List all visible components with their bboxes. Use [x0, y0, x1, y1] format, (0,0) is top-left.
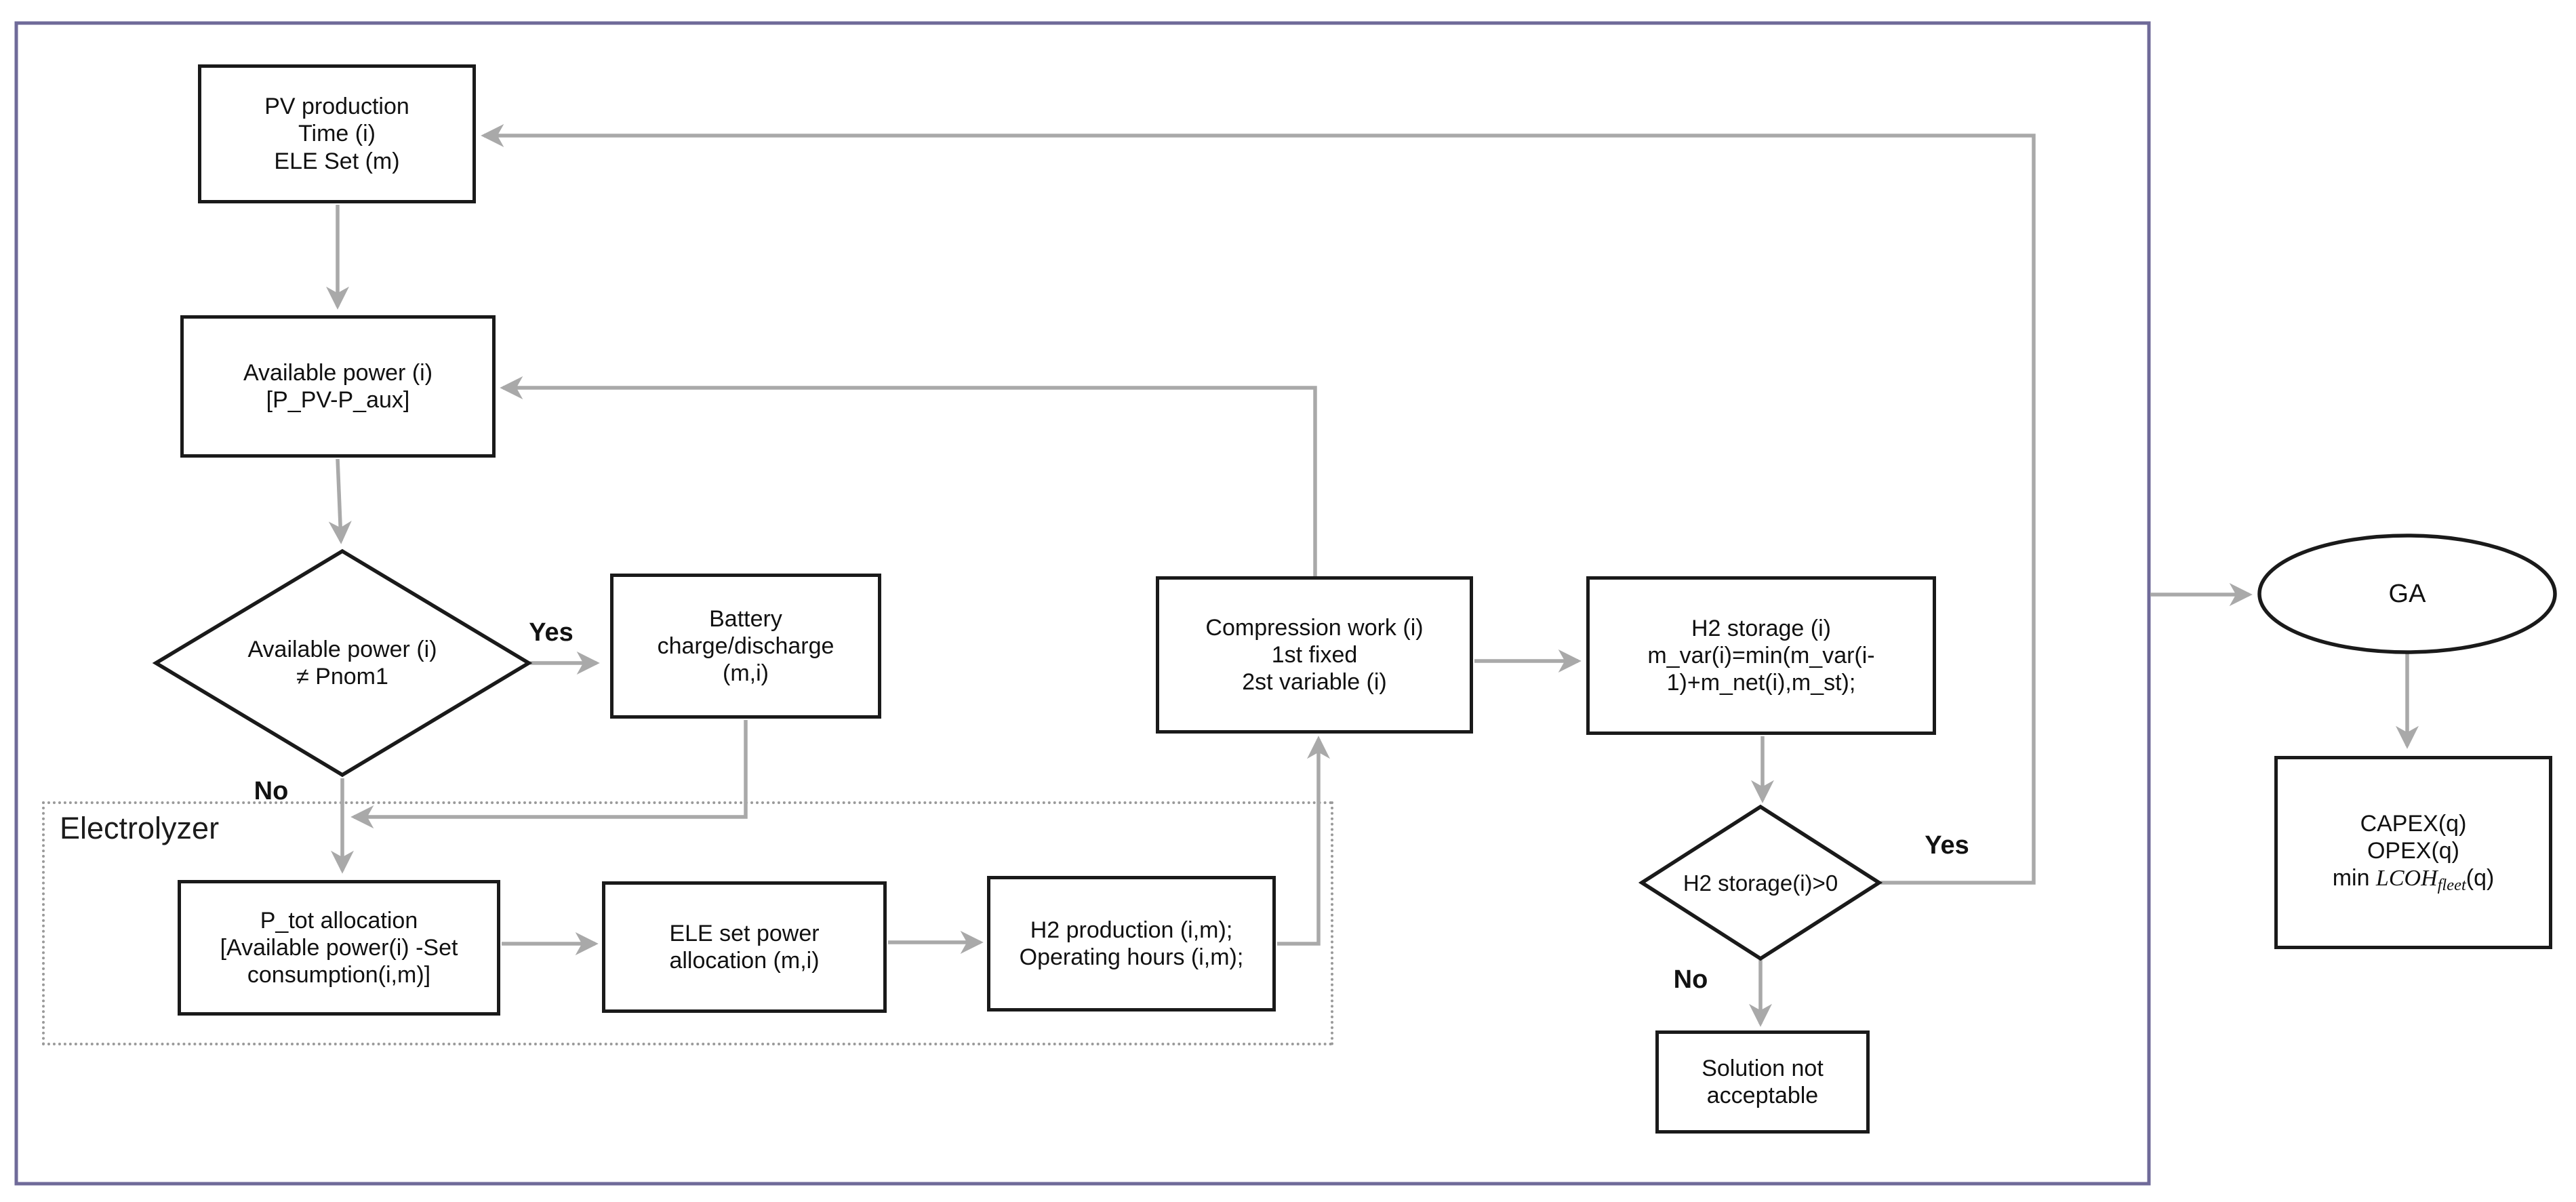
objective-lcoh-var: LCOH	[2375, 865, 2438, 891]
available-power-decision-line-1: Available power (i)	[247, 636, 437, 662]
h2-storage-decision-lines: H2 storage(i)>0	[1683, 870, 1838, 897]
objective-lcoh-sub: fleet	[2437, 875, 2466, 894]
h2-production-box: H2 production (i,m); Operating hours (i,…	[987, 876, 1276, 1011]
available-power-line-2: [P_PV-P_aux]	[266, 387, 410, 413]
pv-production-line-1: PV production	[264, 94, 409, 120]
battery-text: Battery charge/discharge (m,i)	[658, 605, 834, 687]
available-power-decision-line-2: ≠ Pnom1	[296, 664, 388, 689]
yes-label-h2-storage: Yes	[1925, 831, 1969, 860]
ga-text: GA	[2388, 579, 2426, 608]
battery-line-3: (m,i)	[723, 660, 769, 687]
no-label-available-power: No	[254, 777, 289, 805]
p-tot-allocation-box: P_tot allocation [Available power(i) -Se…	[178, 880, 500, 1016]
solution-not-acceptable-text: Solution not acceptable	[1702, 1055, 1824, 1109]
objective-min: min	[2332, 864, 2376, 891]
compression-work-line-2: 1st fixed	[1271, 641, 1358, 668]
electrolyzer-group: Electrolyzer	[42, 801, 1333, 1045]
h2-production-line-2: Operating hours (i,m);	[1019, 944, 1244, 970]
ga-ellipse	[2257, 534, 2557, 654]
available-power-decision-lines: Available power (i) ≠ Pnom1	[247, 636, 437, 690]
pv-production-box: PV production Time (i) ELE Set (m)	[198, 64, 476, 203]
no-label-h2-storage: No	[1673, 965, 1708, 994]
ele-set-power-allocation-text: ELE set power allocation (m,i)	[669, 920, 819, 974]
compression-work-box: Compression work (i) 1st fixed 2st varia…	[1156, 576, 1473, 734]
available-power-box: Available power (i) [P_PV-P_aux]	[180, 315, 496, 458]
battery-line-1: Battery	[709, 605, 782, 632]
available-power-text: Available power (i) [P_PV-P_aux]	[243, 359, 432, 414]
edge-compression-feedback-to-available-power	[500, 376, 1317, 576]
ele-set-power-line-2: allocation (m,i)	[669, 948, 820, 974]
h2-storage-box: H2 storage (i) m_var(i)=min(m_var(i- 1)+…	[1586, 576, 1936, 735]
edge-check-yes-feedback-to-pv	[481, 123, 2036, 885]
solution-line-1: Solution not	[1702, 1055, 1824, 1081]
objective-text: CAPEX(q) OPEX(q) min LCOHfleet(q)	[2333, 810, 2495, 896]
edge-battery-to-ptot-line	[350, 720, 748, 829]
h2-storage-line-3: 1)+m_net(i),m_st);	[1666, 670, 1856, 696]
p-tot-allocation-line-1: P_tot allocation	[260, 907, 418, 934]
yes-label-available-power: Yes	[529, 618, 573, 647]
h2-storage-line-1: H2 storage (i)	[1691, 615, 1831, 641]
objective-q: (q)	[2466, 864, 2495, 891]
h2-production-text: H2 production (i,m); Operating hours (i,…	[1020, 917, 1244, 971]
objective-line-3: min LCOHfleet(q)	[2333, 864, 2495, 896]
pv-production-text: PV production Time (i) ELE Set (m)	[264, 93, 409, 174]
pv-production-line-2: Time (i)	[298, 121, 376, 147]
h2-storage-text: H2 storage (i) m_var(i)=min(m_var(i- 1)+…	[1647, 615, 1874, 696]
battery-box: Battery charge/discharge (m,i)	[610, 574, 881, 719]
ga-label: GA	[2259, 536, 2555, 652]
p-tot-allocation-line-2: [Available power(i) -Set	[220, 934, 458, 961]
p-tot-allocation-text: P_tot allocation [Available power(i) -Se…	[220, 907, 458, 988]
p-tot-allocation-line-3: consumption(i,m)]	[247, 962, 431, 988]
edge-available-power-to-check	[328, 458, 352, 544]
h2-storage-decision-line-1: H2 storage(i)>0	[1683, 870, 1838, 896]
h2-production-line-1: H2 production (i,m);	[1030, 917, 1233, 943]
objective-line-1: CAPEX(q)	[2360, 810, 2467, 837]
h2-storage-decision-text: H2 storage(i)>0	[1643, 864, 1878, 903]
solution-not-acceptable-box: Solution not acceptable	[1655, 1030, 1870, 1134]
edge-h2-production-to-compression	[1277, 736, 1331, 946]
solution-line-2: acceptable	[1706, 1083, 1819, 1108]
objective-line-2: OPEX(q)	[2367, 837, 2460, 864]
outer-frame	[14, 21, 2151, 1186]
available-power-line-1: Available power (i)	[243, 359, 433, 386]
ele-set-power-allocation-box: ELE set power allocation (m,i)	[602, 881, 887, 1013]
pv-production-line-3: ELE Set (m)	[274, 148, 400, 174]
available-power-decision-text: Available power (i) ≠ Pnom1	[197, 602, 488, 724]
compression-work-line-1: Compression work (i)	[1205, 614, 1424, 641]
available-power-decision-diamond	[152, 548, 533, 778]
compression-work-line-3: 2st variable (i)	[1242, 669, 1387, 696]
h2-storage-line-2: m_var(i)=min(m_var(i-	[1647, 642, 1875, 668]
electrolyzer-group-label: Electrolyzer	[60, 811, 220, 845]
objective-box: CAPEX(q) OPEX(q) min LCOHfleet(q)	[2274, 756, 2552, 949]
ele-set-power-line-1: ELE set power	[669, 920, 820, 946]
compression-work-text: Compression work (i) 1st fixed 2st varia…	[1205, 614, 1423, 696]
battery-line-2: charge/discharge	[657, 633, 834, 659]
h2-storage-decision-diamond	[1638, 804, 1883, 961]
